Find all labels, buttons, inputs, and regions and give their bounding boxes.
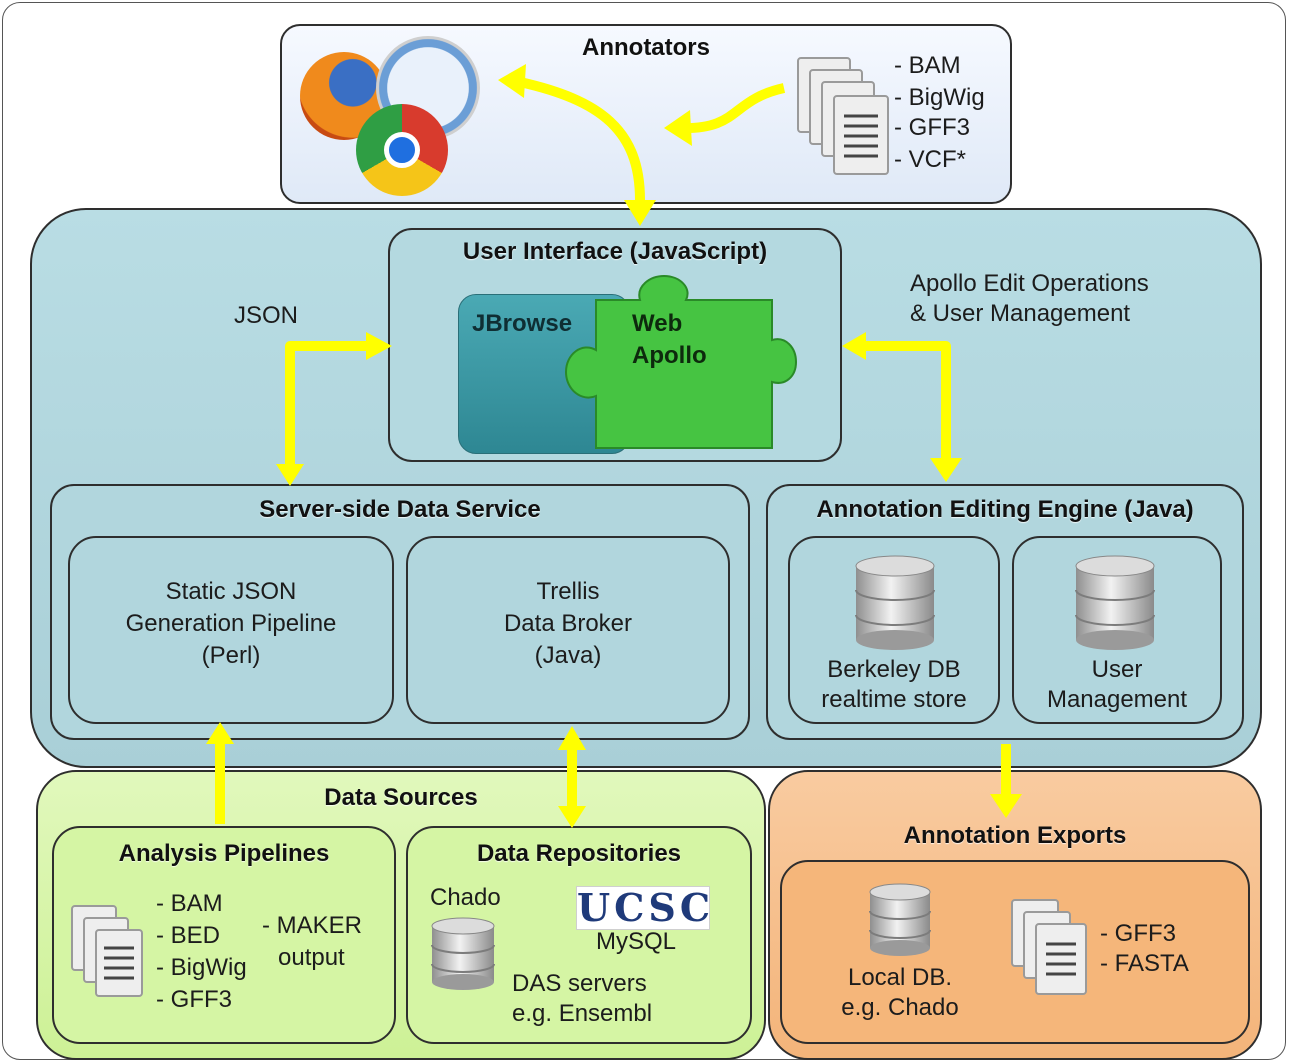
local-db-line1: Local DB. [847, 964, 953, 991]
webapollo-label-line1: Web [632, 310, 683, 337]
annotators-title: Annotators [582, 34, 710, 61]
trellis-line1: Trellis [536, 578, 600, 605]
data-repositories-box: Data Repositories [406, 826, 752, 1044]
chado-label: Chado [430, 884, 501, 911]
trellis-line3: (Java) [534, 642, 602, 669]
das-line2: e.g. Ensembl [512, 1000, 653, 1027]
annotation-engine-title: Annotation Editing Engine (Java) [816, 496, 1194, 523]
pipeline-format-2: - BigWig [156, 954, 247, 981]
user-management-box: User Management [1012, 536, 1222, 724]
server-data-service-title: Server-side Data Service [259, 496, 541, 523]
export-format-1: - FASTA [1100, 950, 1189, 977]
pipeline-format-1: - BED [156, 922, 221, 949]
static-json-line3: (Perl) [201, 642, 261, 669]
das-line1: DAS servers [512, 970, 647, 997]
data-repositories-title: Data Repositories [476, 840, 682, 867]
berkeley-db-box: Berkeley DB realtime store [788, 536, 1000, 724]
ucsc-logo-text: UCSC [577, 886, 710, 930]
local-db-line2: e.g. Chado [841, 994, 959, 1021]
user-mgmt-line1: User [1091, 656, 1143, 683]
static-json-line2: Generation Pipeline [125, 610, 337, 637]
mysql-label: MySQL [596, 928, 677, 955]
ucsc-logo: UCSC [576, 886, 710, 930]
pipeline-format-3: - GFF3 [156, 986, 232, 1013]
berkeley-line2: realtime store [821, 686, 967, 713]
apollo-ops-label-line2: & User Management [910, 300, 1131, 327]
annotator-format-0: - BAM [894, 52, 961, 79]
pipeline-format-0: - BAM [156, 890, 223, 917]
jbrowse-label: JBrowse [472, 310, 573, 337]
apollo-ops-label-line1: Apollo Edit Operations [910, 270, 1149, 297]
static-json-line1: Static JSON [165, 578, 297, 605]
annotator-format-3: - VCF* [894, 146, 966, 173]
annotator-format-2: - GFF3 [894, 114, 970, 141]
user-interface-title: User Interface (JavaScript) [462, 238, 768, 265]
berkeley-line1: Berkeley DB [827, 656, 961, 683]
json-label: JSON [234, 302, 299, 329]
trellis-line2: Data Broker [503, 610, 633, 637]
data-sources-title: Data Sources [324, 784, 478, 811]
maker-line1: - MAKER [262, 912, 363, 939]
user-mgmt-line2: Management [1046, 686, 1188, 713]
maker-line2: output [278, 944, 345, 971]
export-format-0: - GFF3 [1100, 920, 1176, 947]
webapollo-label-line2: Apollo [632, 342, 707, 369]
analysis-pipelines-title: Analysis Pipelines [118, 840, 330, 867]
annotation-exports-title: Annotation Exports [903, 822, 1127, 849]
static-json-pipeline-box: Static JSON Generation Pipeline (Perl) [68, 536, 394, 724]
trellis-broker-box: Trellis Data Broker (Java) [406, 536, 730, 724]
annotator-format-1: - BigWig [894, 84, 985, 111]
chrome-icon [356, 104, 448, 196]
